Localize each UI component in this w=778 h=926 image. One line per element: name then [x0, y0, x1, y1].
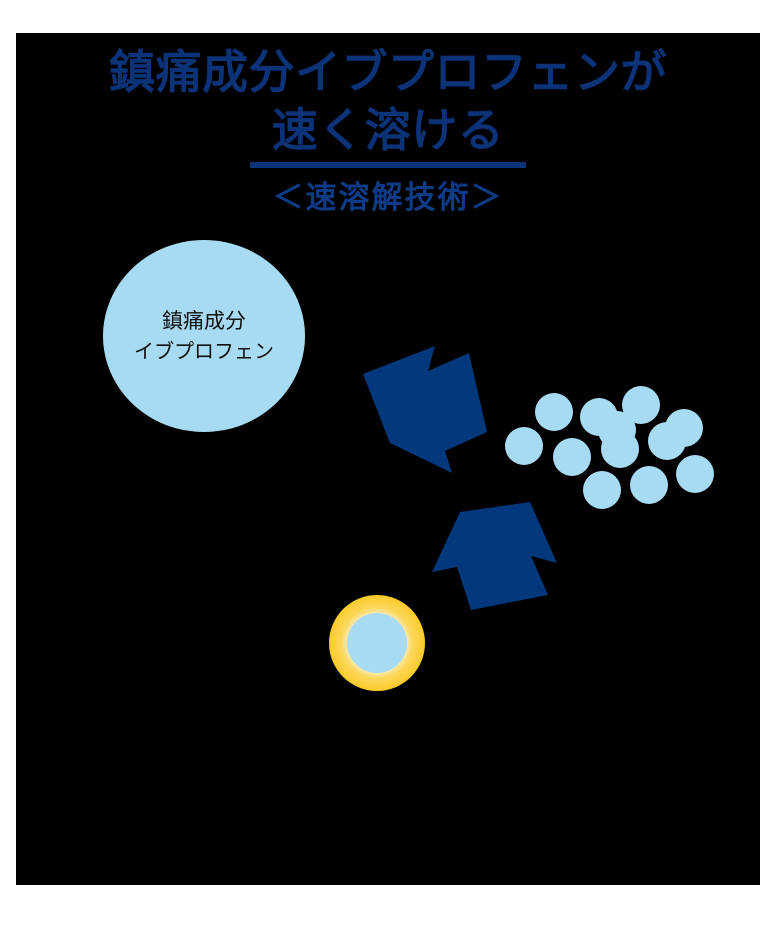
- ingredient-label-line-1: 鎮痛成分: [162, 309, 246, 333]
- arrow-down-left-icon: [432, 502, 557, 610]
- particle-circle: [583, 471, 621, 509]
- particle-circle: [622, 386, 660, 424]
- particle-circle: [505, 427, 543, 465]
- ingredient-circle: 鎮痛成分 イブプロフェン: [103, 240, 305, 432]
- particle-circle: [630, 466, 668, 504]
- header: 鎮痛成分イブプロフェンが 速く溶ける ＜速溶解技術＞: [16, 33, 760, 218]
- arrow-down-right-icon: [363, 346, 487, 473]
- particle-circle: [535, 393, 573, 431]
- ingredient-label-line-2: イブプロフェン: [134, 339, 274, 363]
- particle-circle: [665, 409, 703, 447]
- diagram: 鎮痛成分 イブプロフェン: [16, 33, 760, 885]
- dissolved-particle-core: [347, 613, 407, 673]
- page-title-line-2: 速く溶ける: [271, 103, 505, 157]
- black-panel: 鎮痛成分イブプロフェンが 速く溶ける ＜速溶解技術＞ 鎮痛成分 イブプロフェン: [16, 33, 760, 885]
- particle-circle: [553, 438, 591, 476]
- page-subtitle: ＜速溶解技術＞: [272, 180, 504, 216]
- particle-circle: [598, 411, 636, 449]
- title-underline: [250, 162, 526, 168]
- diagram-shapes: [329, 346, 714, 691]
- page-title-line-1: 鎮痛成分イブプロフェンが: [109, 45, 667, 99]
- particle-cluster: [505, 386, 714, 509]
- dissolved-particle-group: [329, 595, 425, 691]
- particle-circle: [676, 455, 714, 493]
